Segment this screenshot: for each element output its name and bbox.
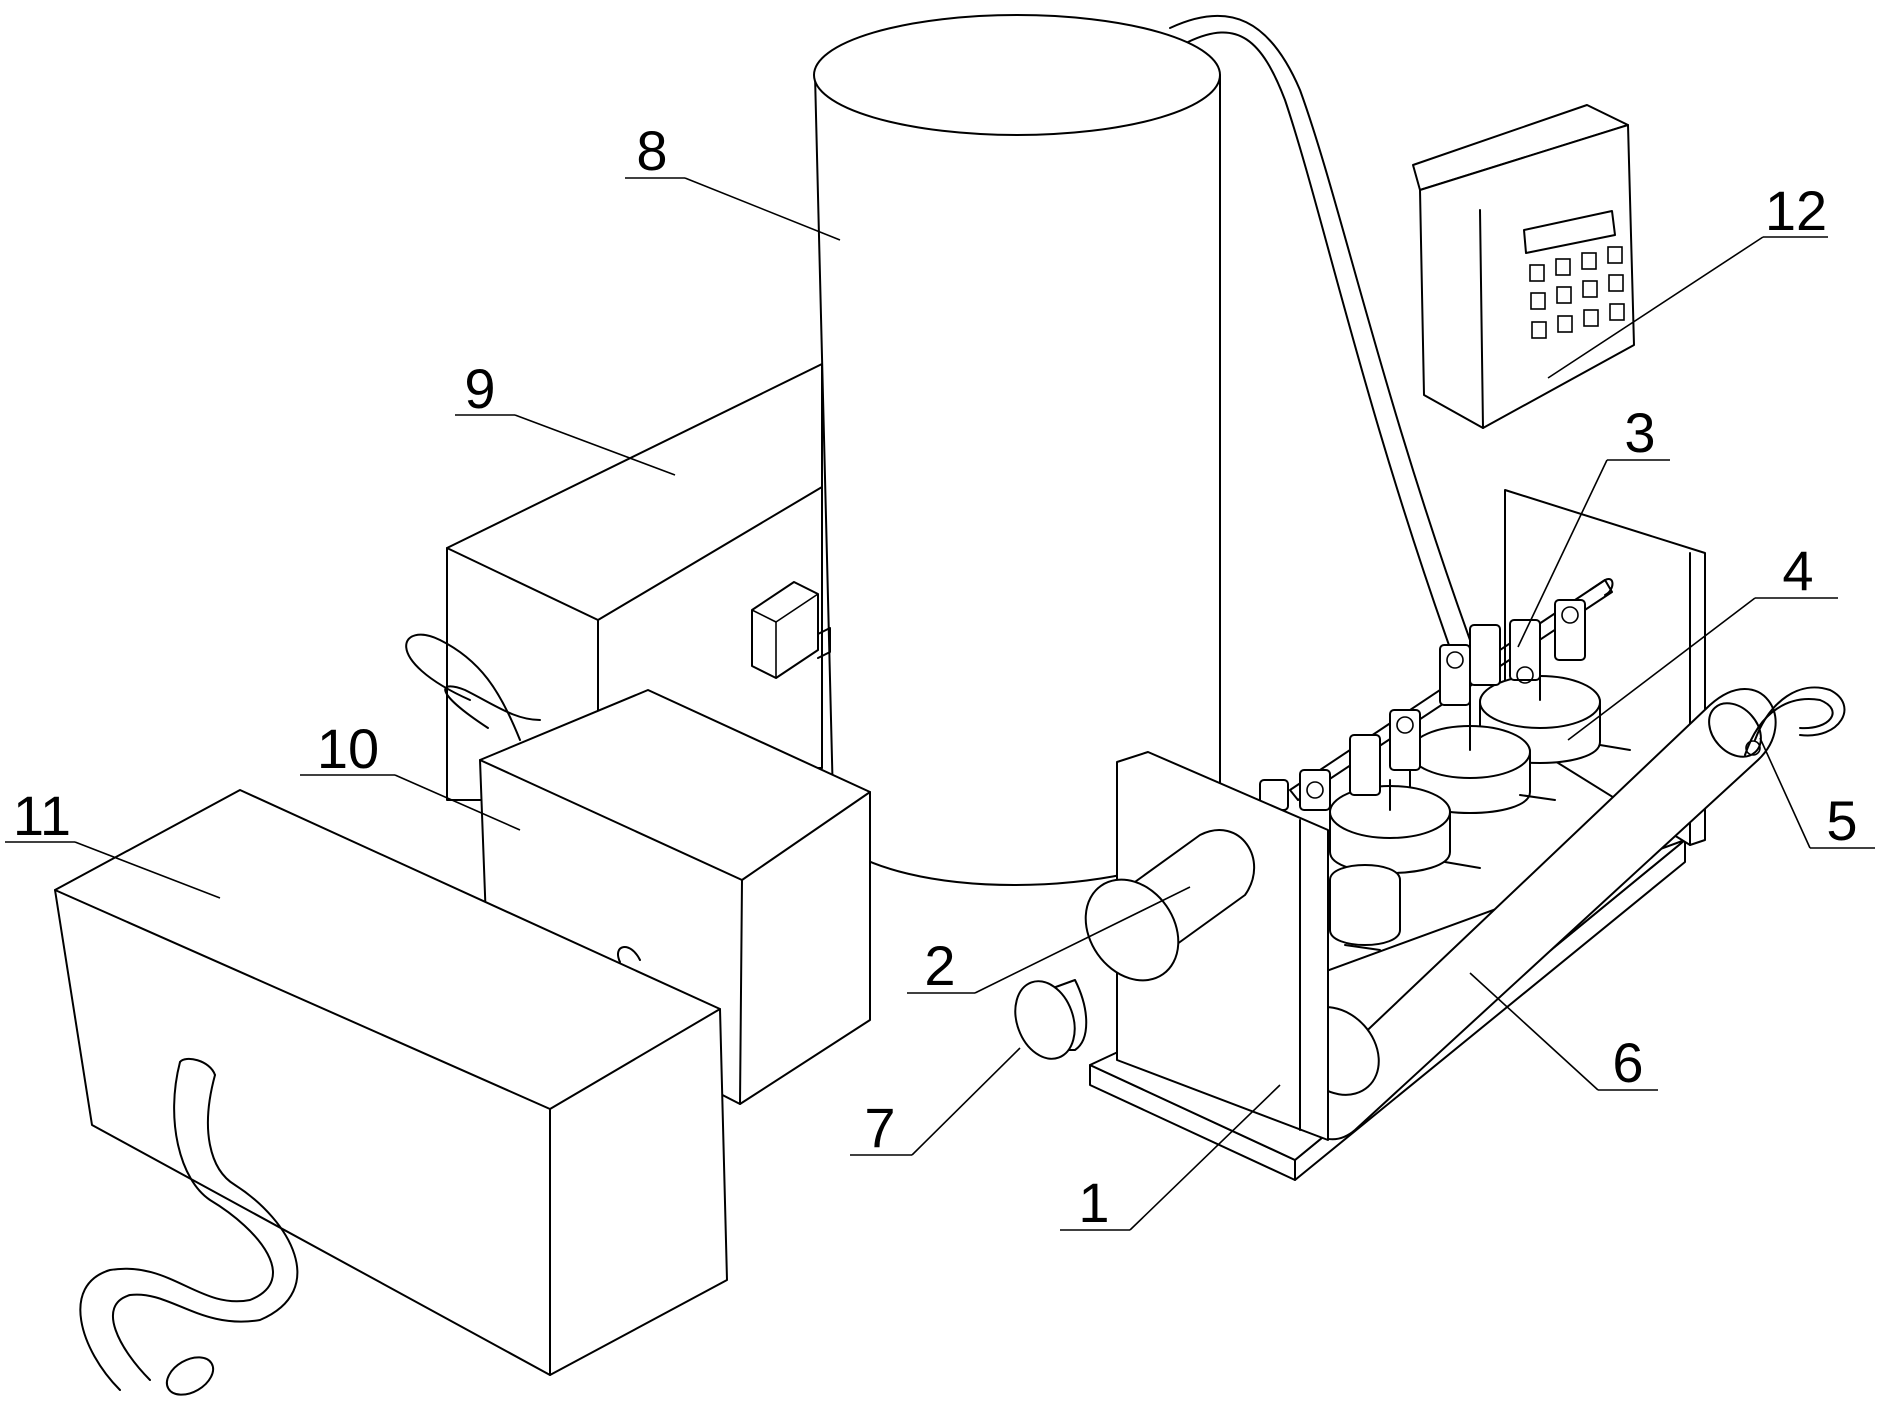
label-1: 1 bbox=[1078, 1171, 1109, 1234]
label-7: 7 bbox=[864, 1096, 895, 1159]
leader-lines bbox=[5, 177, 1875, 1231]
hook-5 bbox=[1744, 686, 1846, 756]
hose-11 bbox=[79, 1057, 299, 1396]
label-12: 12 bbox=[1765, 179, 1827, 242]
label-11: 11 bbox=[13, 784, 71, 847]
tank-motor bbox=[751, 581, 831, 679]
keypad bbox=[1529, 246, 1625, 339]
box-11 bbox=[54, 789, 728, 1376]
label-4: 4 bbox=[1782, 539, 1813, 602]
front-plate bbox=[1116, 751, 1329, 1141]
pump-units bbox=[1259, 578, 1631, 951]
pipe-2 bbox=[1084, 829, 1256, 982]
control-box-12 bbox=[1412, 104, 1635, 429]
label-9: 9 bbox=[464, 357, 495, 420]
label-8: 8 bbox=[636, 119, 667, 182]
upper-hose bbox=[1169, 14, 1471, 649]
tank-8 bbox=[813, 14, 1221, 886]
label-5: 5 bbox=[1826, 789, 1857, 852]
label-2: 2 bbox=[924, 934, 955, 997]
label-3: 3 bbox=[1624, 401, 1655, 464]
label-6: 6 bbox=[1612, 1031, 1643, 1094]
reference-labels: 8 9 10 11 12 3 4 5 6 2 7 1 bbox=[13, 119, 1858, 1234]
pipe-7 bbox=[1014, 979, 1088, 1060]
hose-9-10 bbox=[405, 633, 541, 741]
label-10: 10 bbox=[317, 717, 379, 780]
